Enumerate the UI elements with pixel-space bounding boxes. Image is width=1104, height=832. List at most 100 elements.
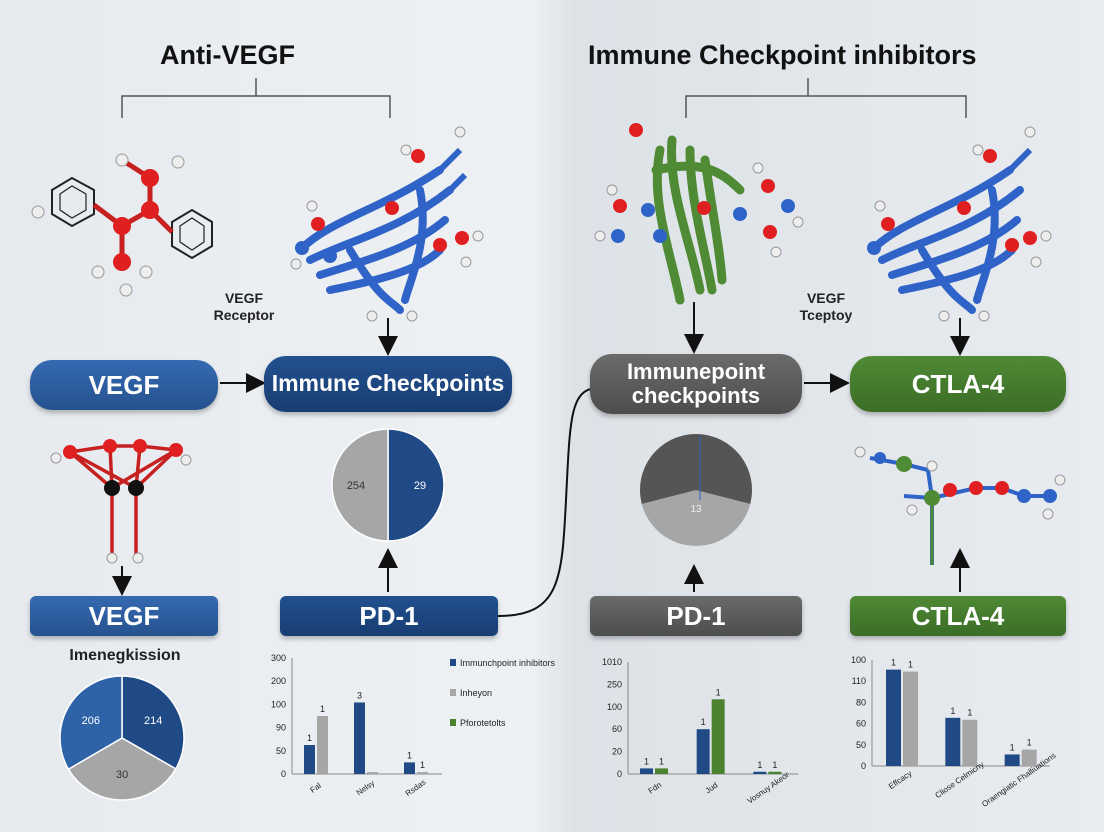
bar1-ytick-1: 200 [271, 676, 286, 686]
bar2-xtick-0: Fdn [647, 780, 663, 795]
bar1-s0-c1 [354, 702, 365, 774]
bar2-s0-c0-label: 1 [644, 756, 649, 766]
node-pd1-left-label: PD-1 [359, 600, 419, 631]
bar3-s0-c0 [886, 669, 901, 766]
right-bracket [685, 78, 967, 118]
bar1-s0-c0-label: 1 [307, 733, 312, 743]
node-immune-checkpoints-label: Immune Checkpoints [271, 370, 505, 397]
bar1-legend-label-0: Immunchpoint inhibitors [460, 658, 556, 668]
node-immunepoint-line2: checkpoints [631, 383, 761, 408]
bar3-ytick-1: 110 [852, 676, 866, 686]
bar3-s0-c1 [945, 717, 961, 766]
node-vegf-top[interactable]: VEGF [30, 360, 218, 410]
bar1-xtick-0: Fal [308, 781, 322, 795]
bar2-ytick-0: 1010 [602, 657, 622, 667]
bar2-xtick-2: Vosnuy Akeor [746, 770, 792, 806]
node-immune-checkpoints[interactable]: Immune Checkpoints [264, 356, 512, 412]
bar2-s0-c1 [696, 729, 710, 774]
node-vegf-bottom[interactable]: VEGF [30, 596, 218, 636]
bar1-legend-swatch-1 [450, 689, 456, 696]
bar3-ytick-4: 50 [856, 740, 866, 750]
bar3-ytick-0: 100 [851, 655, 866, 665]
bar1-s0-c1-label: 3 [357, 690, 362, 700]
bar1-ytick-2: 100 [271, 699, 286, 709]
bar2-s1-c0-label: 1 [659, 756, 664, 766]
node-immunepoint-checkpoints[interactable]: Immunepoint checkpoints [590, 354, 802, 414]
node-vegf-bottom-label: VEGF [88, 600, 160, 631]
node-ctla4-bottom[interactable]: CTLA-4 [850, 596, 1066, 636]
receptor-label-left: VEGF Receptor [204, 290, 284, 324]
immune-checkpoint-protein-icon [594, 123, 804, 305]
receptor-label-right: VEGF Tceptoy [786, 290, 866, 324]
node-immunepoint-checkpoints-label: Immunepoint checkpoints [627, 359, 765, 408]
bar3-s1-c0-label: 1 [908, 660, 913, 670]
bar1-ytick-3: 90 [276, 723, 286, 733]
bar1-ytick-5: 0 [281, 769, 286, 779]
bar1-legend-swatch-2 [450, 719, 456, 726]
bar2-s1-c2 [768, 771, 782, 774]
receptor-label-left-line2: Receptor [213, 306, 275, 323]
left-bracket [121, 78, 391, 118]
node-vegf-top-label: VEGF [88, 369, 160, 400]
bar1-ytick-0: 300 [271, 653, 286, 663]
pie3-label-0: 13 [690, 504, 702, 515]
bar2-s0-c2 [753, 771, 767, 774]
bar2-xtick-1: Jud [704, 781, 720, 796]
bar2-s1-c2-label: 1 [772, 760, 777, 770]
node-ctla4-bottom-label: CTLA-4 [911, 600, 1005, 631]
bar3-s1-c1 [962, 719, 978, 766]
bar2-s1-c1 [711, 699, 725, 774]
title-anti-vegf: Anti-VEGF [160, 40, 295, 70]
bar1-s1-c2 [417, 772, 428, 774]
bar2-s1-c1-label: 1 [716, 687, 721, 697]
bar3-ytick-2: 80 [856, 697, 866, 707]
bar3-s1-c0 [903, 671, 918, 766]
receptor-label-right-line1: VEGF [806, 290, 846, 306]
pie1-slice-0 [121, 675, 185, 770]
vegf-receptor-protein-icon [290, 126, 484, 322]
bar1-legend-label-1: Inheyon [460, 688, 492, 698]
bar1-s1-c1 [367, 772, 378, 774]
receptor-label-right-line2: Tceptoy [799, 306, 853, 323]
node-ctla4-top[interactable]: CTLA-4 [850, 356, 1066, 412]
bar2-s0-c1-label: 1 [701, 717, 706, 727]
bar1-ytick-4: 50 [276, 746, 286, 756]
section-label: Imenegkission [69, 647, 181, 664]
node-pd1-right[interactable]: PD-1 [590, 596, 802, 636]
pie1-slice-1 [67, 737, 177, 801]
node-pd1-right-label: PD-1 [666, 600, 726, 631]
bar2-ytick-4: 20 [612, 747, 622, 757]
title-immune-checkpoint-inhibitors: Immune Checkpoint inhibitors [588, 40, 977, 70]
pie2-label-1: 254 [347, 480, 365, 492]
pie3-slice-dark [640, 434, 752, 504]
pie1-slice-2 [59, 675, 123, 771]
pie2-label-0: 29 [414, 480, 426, 492]
bar2-s1-c0 [655, 768, 668, 774]
bar1-xtick-2: Rsdas [404, 778, 428, 798]
bar2-ytick-2: 100 [607, 702, 622, 712]
pie1-label-0: 214 [144, 715, 162, 727]
bar1-legend-label-2: Pforotetolts [460, 718, 506, 728]
bar1-xtick-1: Nelsy [355, 779, 377, 798]
bar2-s0-c2-label: 1 [757, 760, 762, 770]
bar3-s0-c2 [1004, 754, 1020, 766]
bar3-ytick-5: 0 [861, 761, 866, 771]
bar3-xtick-0: Effcacy [887, 769, 914, 791]
bar1-s1-c0 [317, 716, 328, 774]
bar3-ytick-3: 60 [856, 719, 866, 729]
bar1-s1-c0-label: 1 [320, 704, 325, 714]
bar3-s0-c1-label: 1 [950, 706, 955, 716]
pie2-slice-0 [387, 428, 445, 542]
bar1-s1-c2-label: 1 [420, 760, 425, 770]
bar1-s0-c2-label: 1 [407, 750, 412, 760]
node-pd1-left[interactable]: PD-1 [280, 596, 498, 636]
ctla4-ligand-molecule-icon [854, 446, 1066, 565]
bar3-s0-c0-label: 1 [891, 658, 896, 668]
pie1-label-1: 30 [116, 769, 128, 781]
tripod-molecule-icon [50, 439, 192, 564]
bar2-ytick-3: 60 [612, 724, 622, 734]
bar3-s0-c2-label: 1 [1010, 742, 1015, 752]
